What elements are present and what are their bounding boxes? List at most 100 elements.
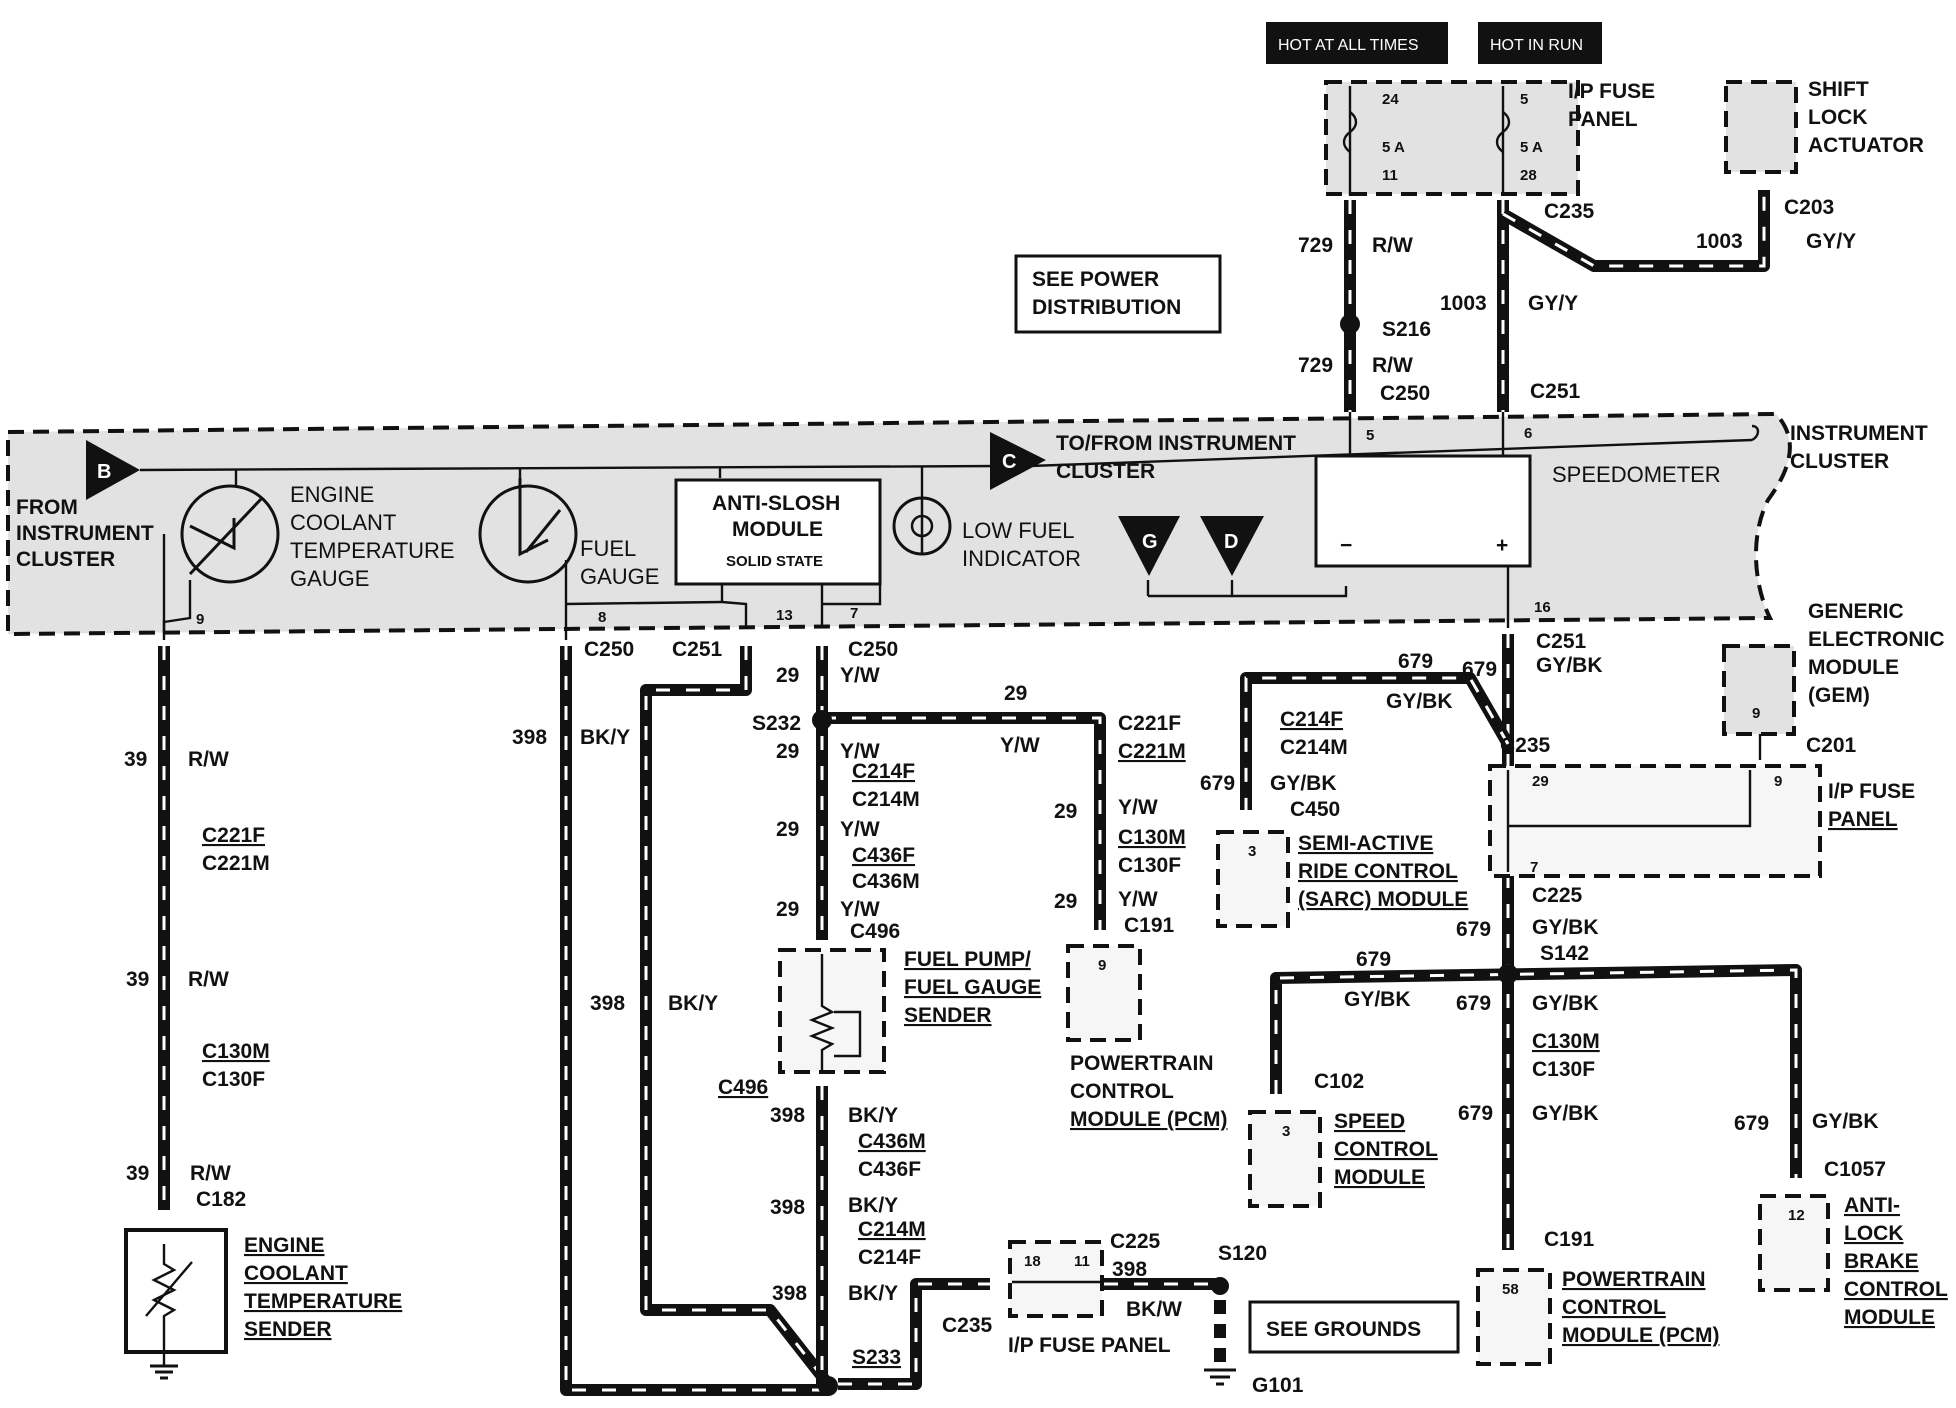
fuse-pin-18: 18 (1024, 1253, 1041, 1270)
pcm-speed-pin: 58 (1502, 1281, 1519, 1298)
sarc-label1: SEMI-ACTIVE (1298, 832, 1433, 855)
w679-c: 679 (1200, 772, 1235, 795)
splice-s142 (1498, 964, 1518, 984)
abs-pin: 12 (1788, 1207, 1805, 1224)
gybk-h: GY/BK (1812, 1110, 1879, 1133)
w679-g: 679 (1458, 1102, 1493, 1125)
tofrom-cluster-label2: CLUSTER (1056, 460, 1155, 483)
s216-label: S216 (1382, 318, 1431, 341)
ip-fuse-panel-top-label1: I/P FUSE (1568, 80, 1655, 103)
see-power-label2[interactable]: DISTRIBUTION (1032, 296, 1181, 319)
ect-gauge-label1: ENGINE (290, 482, 374, 507)
anti-slosh-label2: MODULE (732, 518, 823, 541)
c496-b: C496 (718, 1076, 768, 1099)
yw-b: Y/W (840, 740, 880, 763)
pin-8: 8 (598, 609, 606, 626)
yw-d: Y/W (840, 898, 880, 921)
yw-e: Y/W (1118, 796, 1158, 819)
ip-fuse-panel-bottom-box (1008, 1240, 1104, 1318)
c221f-fuel: C221F (1118, 712, 1181, 735)
gem-label1: GENERIC (1808, 600, 1904, 623)
ect-sender-label2: COOLANT (244, 1262, 348, 1285)
gybk-g: GY/BK (1532, 1102, 1599, 1125)
fuel-gauge-icon (478, 478, 578, 584)
c450-label: C450 (1290, 798, 1340, 821)
fuse-b-bottom-pin: 28 (1520, 167, 1537, 184)
gybk-e: GY/BK (1344, 988, 1411, 1011)
ic-label1: INSTRUMENT (1790, 422, 1928, 445)
w29-e: 29 (1054, 800, 1077, 823)
speed-control-module-box (1248, 1110, 1322, 1208)
splice-s120 (1211, 1277, 1229, 1295)
rw3: R/W (190, 1162, 231, 1185)
see-grounds-label[interactable]: SEE GROUNDS (1266, 1318, 1421, 1341)
bky-c: BK/Y (848, 1104, 898, 1127)
pcm-speed-label1: POWERTRAIN (1562, 1268, 1706, 1291)
anti-slosh-label3: SOLID STATE (726, 553, 823, 570)
wire-ground (1204, 1300, 1236, 1386)
w679-f: 679 (1456, 992, 1491, 1015)
splice-s216 (1340, 314, 1360, 334)
pcm-fuel-label3: MODULE (PCM) (1070, 1108, 1227, 1131)
see-grounds-box[interactable] (1248, 1300, 1460, 1354)
c251-top: C251 (1530, 380, 1581, 403)
w398-b: 398 (590, 992, 625, 1015)
pin-7: 7 (850, 605, 858, 622)
wire-679-branches (1270, 964, 1802, 1178)
c102-label: C102 (1314, 1070, 1364, 1093)
gyy-main: GY/Y (1528, 292, 1578, 315)
scm-label2: CONTROL (1334, 1138, 1438, 1161)
sarc-label2: RIDE CONTROL (1298, 860, 1458, 883)
fuse-a-bottom-pin: 11 (1382, 167, 1398, 184)
speedometer-label: SPEEDOMETER (1552, 462, 1721, 487)
ip-fuse-panel-bottom-label: I/P FUSE PANEL (1008, 1334, 1171, 1357)
ip-fuse-speed-label2: PANEL (1828, 808, 1898, 831)
low-fuel-indicator-icon (892, 496, 952, 556)
yw-c: Y/W (840, 818, 880, 841)
fuel-gauge-label2: GAUGE (580, 564, 659, 589)
c130m-left: C130M (202, 1040, 270, 1063)
c203-label: C203 (1784, 196, 1834, 219)
bky-a: BK/Y (580, 726, 630, 749)
rw-a: R/W (1372, 234, 1413, 257)
bky-e: BK/Y (848, 1282, 898, 1305)
fuel-sender-label3: SENDER (904, 1004, 992, 1027)
scm-label1: SPEED (1334, 1110, 1405, 1133)
hot-at-all-times-tag: HOT AT ALL TIMES (1266, 22, 1448, 64)
gem-label2: ELECTRONIC (1808, 628, 1945, 651)
ip-fuse-panel-speed-box (1488, 764, 1822, 878)
marker-d-icon: D (1200, 516, 1264, 576)
w29-b: 29 (776, 740, 799, 763)
fuel-sender-resistor-icon (808, 954, 862, 1070)
c182: C182 (196, 1188, 246, 1211)
yw-top: Y/W (1000, 734, 1040, 757)
w398-d: 398 (770, 1196, 805, 1219)
w39-b: 39 (126, 968, 149, 991)
bky-d: BK/Y (848, 1194, 898, 1217)
c130f-left: C130F (202, 1068, 265, 1091)
gem-pin: 9 (1752, 705, 1760, 722)
w39-c: 39 (126, 1162, 149, 1185)
c496-a: C496 (850, 920, 900, 943)
hot-at-all-times-label: HOT AT ALL TIMES (1278, 37, 1419, 54)
ect-sender-label3: TEMPERATURE (244, 1290, 402, 1313)
marker-c-letter: C (1002, 451, 1016, 473)
w679-e: 679 (1356, 948, 1391, 971)
w29-top: 29 (1004, 682, 1027, 705)
see-power-label1[interactable]: SEE POWER (1032, 268, 1159, 291)
see-power-distribution-box[interactable] (1014, 254, 1222, 334)
c250-fuel: C250 (848, 638, 898, 661)
c235-speed: C235 (1500, 734, 1551, 757)
c214f-fuel2: C214F (858, 1246, 921, 1269)
s232-label: S232 (752, 712, 801, 735)
c221f-left: C221F (202, 824, 265, 847)
ic-label2: CLUSTER (1790, 450, 1889, 473)
c130f-fuel: C130F (1118, 854, 1181, 877)
scm-pin: 3 (1282, 1123, 1290, 1140)
w729-a: 729 (1298, 234, 1333, 257)
c250-left: C250 (584, 638, 634, 661)
c191-fuel: C191 (1124, 914, 1175, 937)
gybk-f: GY/BK (1532, 992, 1599, 1015)
c250-top: C250 (1380, 382, 1430, 405)
pin-13: 13 (776, 607, 793, 624)
